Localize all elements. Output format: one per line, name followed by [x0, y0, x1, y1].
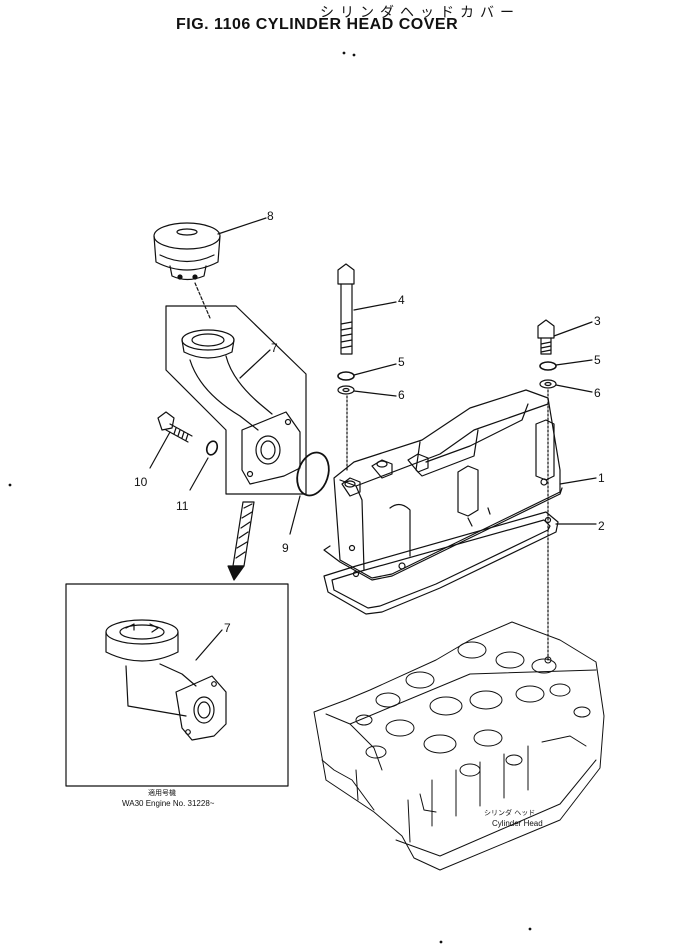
- breather-cap-drawing: [153, 222, 221, 281]
- title-japanese: シリンダヘッドカバー: [320, 5, 520, 21]
- long-bolt-drawing: [337, 263, 355, 355]
- callout-6-right: 6: [594, 386, 601, 400]
- callout-10: 10: [134, 475, 148, 489]
- inset-note-jp: 適用号機: [148, 788, 176, 797]
- callout-2: 2: [598, 519, 605, 533]
- inset-note-engine: WA30 Engine No. 31228~: [122, 799, 215, 808]
- callout-7-main: 7: [271, 341, 278, 355]
- flange-bolt-drawing: [157, 411, 193, 443]
- callout-5-left: 5: [398, 355, 405, 369]
- cylinder-head-label-jp: シリンダ ヘッド: [484, 808, 535, 817]
- callout-11: 11: [176, 499, 189, 513]
- callout-1: 1: [598, 471, 605, 485]
- callout-5-right: 5: [594, 353, 601, 367]
- callout-6-left: 6: [398, 388, 405, 402]
- callout-4: 4: [398, 293, 405, 307]
- gasket-drawing: [323, 511, 559, 615]
- callout-7-inset: 7: [224, 621, 231, 635]
- oil-filler-pipe-drawing: [181, 329, 301, 485]
- inset-frame: [65, 583, 289, 787]
- cylinder-head-cover-drawing: [323, 389, 563, 581]
- oil-filler-pipe-variant-drawing: [105, 619, 227, 741]
- figure-title: FIG. 1106 CYLINDER HEAD COVER: [176, 16, 459, 33]
- callout-3: 3: [594, 314, 601, 328]
- callout-9: 9: [282, 541, 289, 555]
- callout-8: 8: [267, 209, 274, 223]
- short-bolt-drawing: [537, 319, 555, 355]
- cylinder-head-drawing: [313, 621, 605, 871]
- cylinder-head-label-en: Cylinder Head: [492, 819, 543, 828]
- inset-pointer-arrow: [227, 501, 255, 581]
